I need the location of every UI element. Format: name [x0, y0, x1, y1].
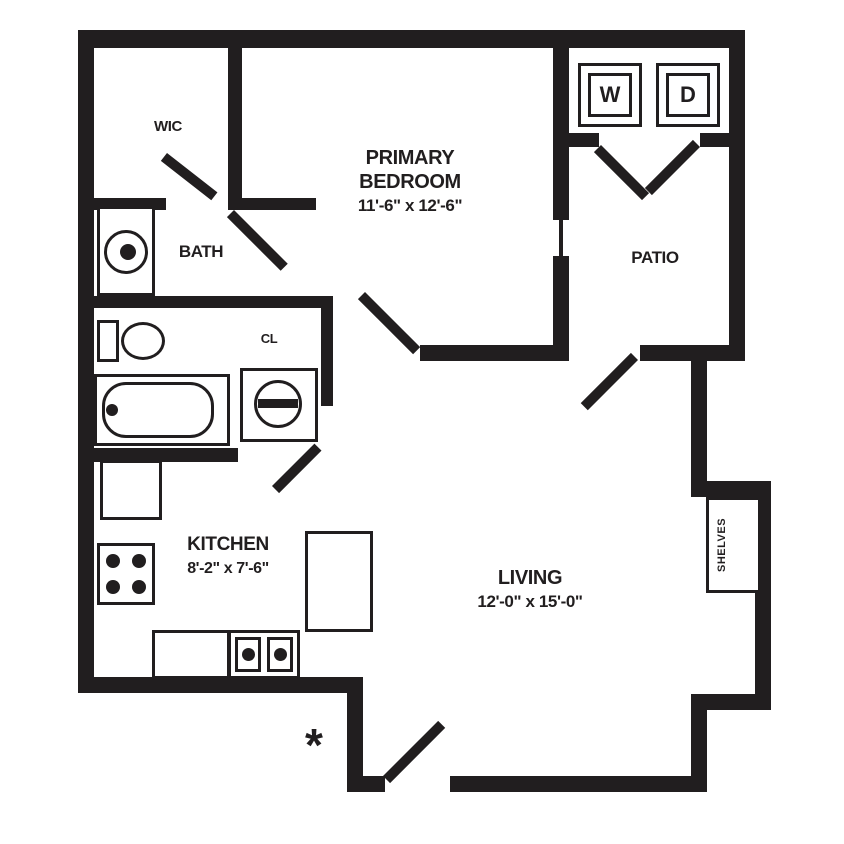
kitchen-counter	[152, 630, 230, 679]
wall-closet-top	[238, 296, 333, 308]
wall-living-east	[691, 352, 707, 497]
wall-bedroom-east-lower	[553, 256, 569, 360]
wall-nook-top	[691, 481, 771, 497]
closet-label-text: CL	[260, 331, 278, 346]
toilet-tank	[97, 320, 119, 362]
wall-step-horizontal	[691, 694, 771, 710]
bedroom-window	[559, 220, 563, 256]
wall-bottom-left	[347, 776, 385, 792]
stove	[97, 543, 155, 605]
wall-top	[78, 30, 745, 48]
laundry-bifold-left	[593, 145, 650, 201]
kitchen-dimensions: 8'-2" x 7'-6"	[187, 559, 269, 577]
wall-left	[78, 30, 94, 693]
stove-burner	[132, 580, 146, 594]
wall-bottom-right	[450, 776, 707, 792]
shelves-label: SHELVES	[716, 517, 728, 573]
hall-sink-faucet	[258, 399, 298, 408]
bathtub-faucet	[106, 404, 118, 416]
wall-wic-east	[228, 48, 242, 210]
stove-burner	[132, 554, 146, 568]
wic-door-swing	[160, 153, 218, 201]
bath-sink-basin	[120, 244, 136, 260]
entry-door-swing	[383, 720, 446, 784]
stove-burner	[106, 554, 120, 568]
kitchen-label: KITCHEN 8'-2" x 7'-6"	[153, 534, 303, 578]
bathtub-inner	[102, 382, 214, 438]
patio-door-swing	[580, 352, 638, 411]
bedroom-dimensions: 11'-6" x 12'-6"	[357, 196, 463, 215]
wall-closet-east	[321, 296, 333, 406]
bedroom-name-line1: PRIMARY	[365, 147, 455, 169]
wall-entry-stub	[347, 677, 363, 792]
wall-bath-kitchen	[78, 448, 238, 462]
wic-label: WIC	[128, 118, 208, 136]
bedroom-door-swing	[357, 292, 421, 355]
kitchen-name: KITCHEN	[187, 534, 269, 555]
bedroom-name-line2: BEDROOM	[359, 171, 461, 193]
bath-label: BATH	[158, 242, 244, 262]
wic-label-text: WIC	[154, 118, 182, 135]
wall-bedroom-south	[420, 345, 569, 361]
stove-burner	[106, 580, 120, 594]
entry-marker: *	[305, 719, 323, 771]
kitchen-peninsula	[305, 531, 373, 632]
wall-kitchen-south	[78, 677, 363, 693]
wall-patio-south	[640, 345, 745, 361]
wall-hall-top	[228, 198, 316, 210]
toilet-bowl	[121, 322, 165, 360]
washer-label: W	[599, 82, 621, 107]
wall-step-vertical	[691, 694, 707, 792]
wall-laundry-south-left	[569, 133, 599, 147]
wall-nook-east	[755, 481, 771, 710]
living-name: LIVING	[497, 567, 563, 589]
refrigerator	[100, 460, 162, 520]
wall-laundry-south-right	[700, 133, 745, 147]
kitchen-sink-drain	[274, 648, 287, 661]
bath-label-text: BATH	[178, 242, 224, 261]
shelves-nook	[706, 497, 758, 593]
dryer-label: D	[680, 82, 696, 107]
bedroom-label: PRIMARY BEDROOM 11'-6" x 12'-6"	[310, 146, 510, 216]
closet-label: CL	[244, 331, 294, 347]
living-label: LIVING 12'-0" x 15'-0"	[430, 566, 630, 612]
patio-label: PATIO	[610, 248, 700, 268]
dryer-box-inner	[666, 73, 710, 117]
wall-bedroom-east-upper	[553, 30, 569, 220]
living-dimensions: 12'-0" x 15'-0"	[477, 592, 583, 611]
laundry-bifold-right	[644, 139, 700, 196]
wall-patio-east	[729, 30, 745, 360]
wall-bath-mid	[78, 296, 238, 308]
washer-box-inner	[588, 73, 632, 117]
patio-label-text: PATIO	[631, 248, 679, 267]
kitchen-sink-drain	[242, 648, 255, 661]
vanity-door-swing	[272, 443, 322, 494]
